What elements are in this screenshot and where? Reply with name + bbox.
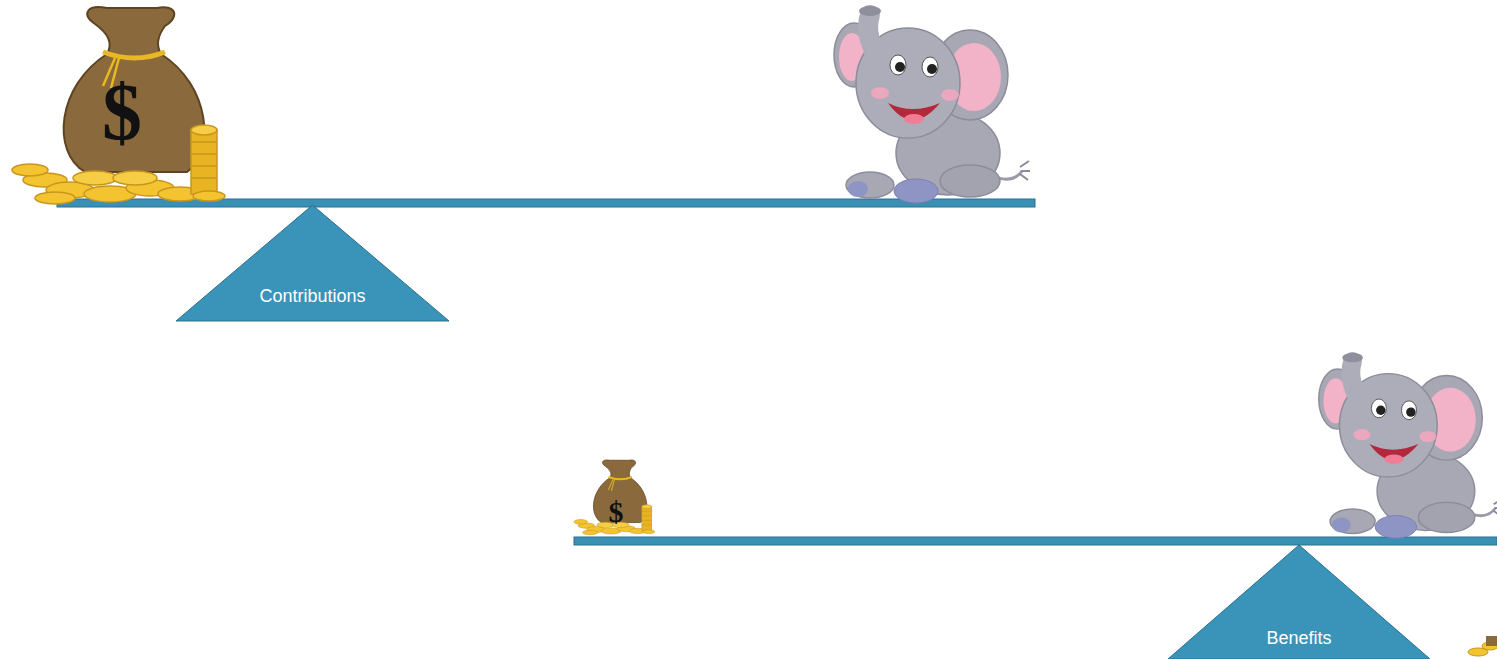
dollar-sign: $ bbox=[102, 72, 142, 152]
fulcrum-label: Benefits bbox=[1266, 628, 1331, 649]
small-money-bag bbox=[574, 460, 655, 535]
triangle-fill bbox=[1168, 545, 1430, 659]
elephant bbox=[1319, 353, 1497, 538]
dollar-sign: $ bbox=[609, 497, 624, 527]
triangle-fill bbox=[176, 205, 449, 321]
bag-corner bbox=[1486, 636, 1497, 646]
seesaw-plank bbox=[574, 537, 1497, 545]
fulcrum-triangle: Benefits bbox=[1168, 545, 1430, 659]
fulcrum-triangle: Contributions bbox=[176, 205, 449, 321]
elephant bbox=[834, 6, 1030, 203]
corner-coins bbox=[1468, 636, 1497, 656]
large-money-bag bbox=[12, 7, 225, 204]
fulcrum-label: Contributions bbox=[259, 286, 365, 307]
